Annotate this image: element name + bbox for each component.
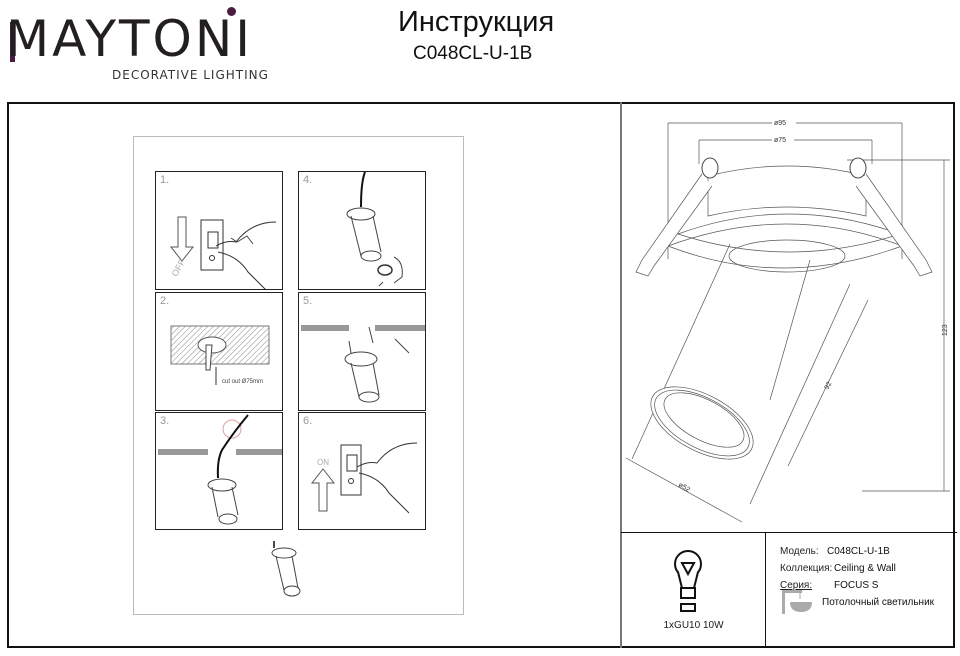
step-number: 3.: [160, 415, 170, 427]
installed-fixture-illustration: [271, 541, 301, 597]
series-label: Серия:: [780, 580, 813, 591]
wiring-illustration: [158, 414, 282, 525]
mount-illustration: [301, 325, 425, 403]
step-number: 6.: [303, 415, 313, 427]
step-6-panel: 6. ON: [298, 412, 426, 530]
off-label: OFF: [170, 257, 188, 278]
dim-outer-diameter: ø95: [774, 120, 786, 127]
series-value: FOCUS S: [834, 580, 879, 591]
model-code: C048CL-U-1B: [413, 43, 533, 64]
collection-value: Ceiling & Wall: [834, 563, 896, 574]
logo-accent-bar: [10, 22, 15, 62]
step-number: 5.: [303, 295, 313, 307]
instruction-sheet: [133, 136, 464, 615]
model-label: Модель:: [780, 546, 819, 557]
step-5-panel: 5.: [298, 292, 426, 411]
logo-dot: [227, 7, 236, 16]
dim-tube-length: 92: [824, 381, 834, 391]
step-2-panel: 2. cut out Ø75mm: [155, 292, 283, 411]
bulb-icon: [674, 550, 702, 612]
on-label: ON: [317, 458, 329, 467]
brand-tagline: DECORATIVE LIGHTING: [112, 68, 269, 82]
ceiling-lamp-icon: [782, 590, 812, 614]
dim-cutout-diameter: ø75: [774, 137, 786, 144]
model-value: C048CL-U-1B: [827, 546, 890, 557]
step-number: 2.: [160, 295, 170, 307]
step-4-panel: 4.: [298, 171, 426, 290]
step-3-panel: 3.: [155, 412, 283, 530]
dim-tube-diameter: ø52: [677, 482, 691, 494]
page-frame: [7, 102, 955, 648]
step-number: 1.: [160, 174, 170, 186]
lamp-spec: 1xGU10 10W: [663, 620, 724, 631]
document-title: Инструкция: [398, 6, 555, 38]
spec-column-divider: [765, 533, 766, 648]
brand-logo: MAYTONI: [6, 10, 254, 68]
spec-divider: [621, 532, 957, 533]
cutout-label: cut out Ø75mm: [222, 379, 263, 385]
technical-drawing: ø95 ø75 123 92 ø52: [625, 117, 950, 523]
switch-off-illustration: OFF: [170, 216, 277, 289]
dim-height: 123: [942, 324, 949, 336]
fixture-type: Потолочный светильник: [822, 597, 935, 608]
ceiling-cutout-illustration: cut out Ø75mm: [170, 325, 270, 385]
lamp-insert-illustration: [346, 172, 403, 287]
panel-divider: [620, 102, 622, 648]
switch-on-illustration: ON: [310, 442, 418, 514]
step-1-panel: 1. OFF: [155, 171, 283, 290]
collection-label: Коллекция:: [780, 563, 833, 574]
step-number: 4.: [303, 174, 313, 186]
